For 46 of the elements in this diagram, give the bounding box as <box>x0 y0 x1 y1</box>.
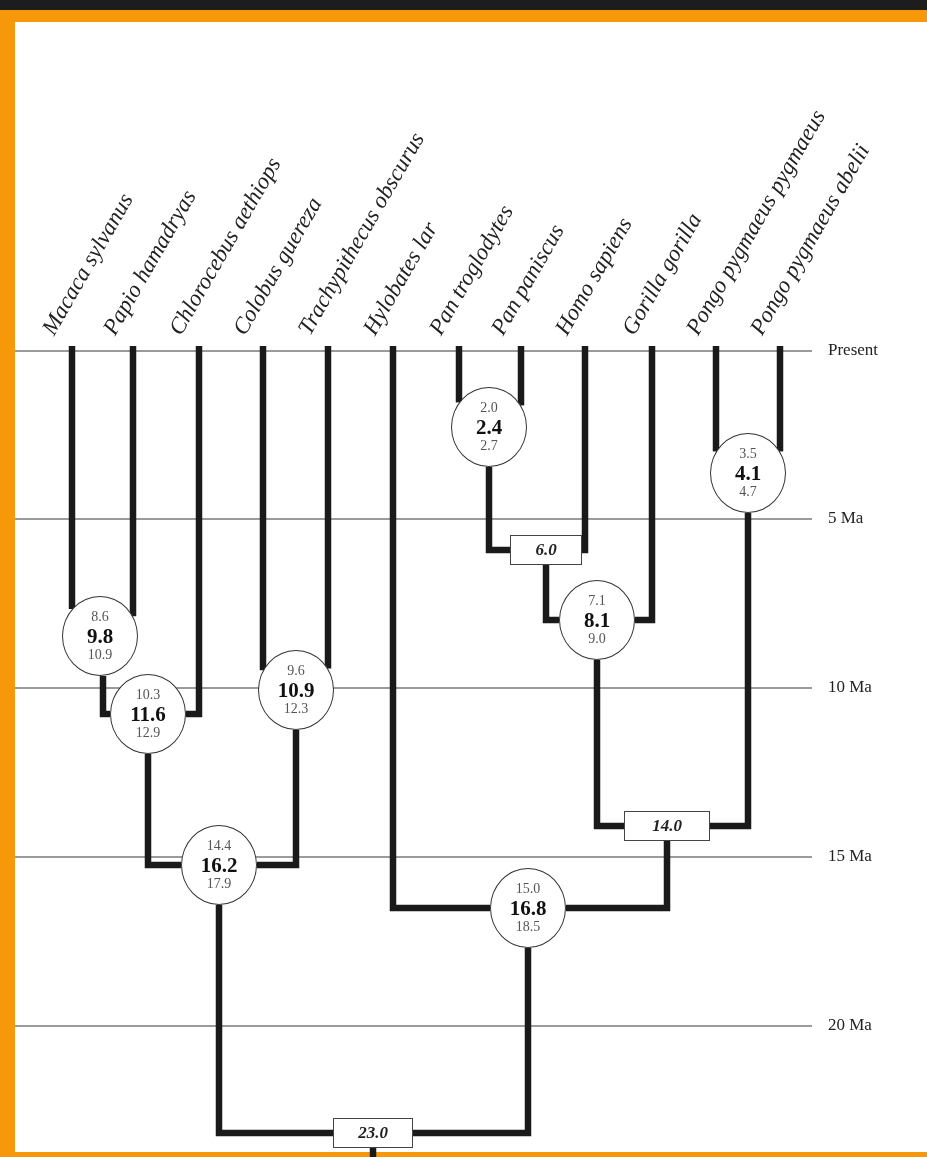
interval-bound: 12.9 <box>135 725 161 741</box>
divergence-age: 2.4 <box>475 416 503 438</box>
time-scale-label: 5 Ma <box>828 508 864 528</box>
divergence-age: 16.2 <box>200 854 238 876</box>
tree-branch <box>144 754 181 869</box>
tree-branch <box>99 676 110 718</box>
interval-bound: 9.6 <box>287 663 305 679</box>
calibration-age: 23.0 <box>358 1123 388 1143</box>
tree-branch <box>215 905 333 1137</box>
time-scale-label: Present <box>828 340 879 360</box>
interval-bound: 18.5 <box>515 919 541 935</box>
interval-bound: 14.4 <box>206 838 232 854</box>
tree-branch <box>369 1148 377 1157</box>
interval-bound: 2.7 <box>480 438 498 454</box>
calibration-box <box>510 535 582 565</box>
time-scale-label: 20 Ma <box>828 1015 872 1035</box>
interval-bound: 8.6 <box>91 609 109 625</box>
time-scale-label: 10 Ma <box>828 677 872 697</box>
calibration-box <box>333 1118 413 1148</box>
tree-branch <box>485 467 510 554</box>
interval-bound: 4.7 <box>739 484 757 500</box>
interval-bound: 10.3 <box>135 687 161 703</box>
time-scale-label: 15 Ma <box>828 846 872 866</box>
divergence-age: 4.1 <box>734 462 762 484</box>
interval-bound: 2.0 <box>480 400 498 416</box>
interval-bound: 3.5 <box>739 446 757 462</box>
interval-bound: 7.1 <box>588 593 606 609</box>
interval-bound: 9.0 <box>588 631 606 647</box>
calibration-age: 6.0 <box>535 540 557 560</box>
interval-bound: 17.9 <box>206 876 232 892</box>
tree-branch <box>710 513 752 830</box>
interval-bound: 10.9 <box>87 647 113 663</box>
tree-branch <box>593 660 624 830</box>
divergence-age: 16.8 <box>509 897 547 919</box>
divergence-age: 10.9 <box>277 679 315 701</box>
calibration-box <box>624 811 710 841</box>
divergence-age: 11.6 <box>130 703 166 725</box>
divergence-age: 9.8 <box>86 625 114 647</box>
tree-branch <box>566 841 671 912</box>
calibration-age: 14.0 <box>652 816 682 836</box>
divergence-age: 8.1 <box>583 609 611 631</box>
interval-bound: 15.0 <box>515 881 541 897</box>
tree-branch <box>542 565 559 624</box>
tree-branch <box>413 948 532 1137</box>
interval-bound: 12.3 <box>283 701 309 717</box>
tree-branch <box>257 730 300 869</box>
